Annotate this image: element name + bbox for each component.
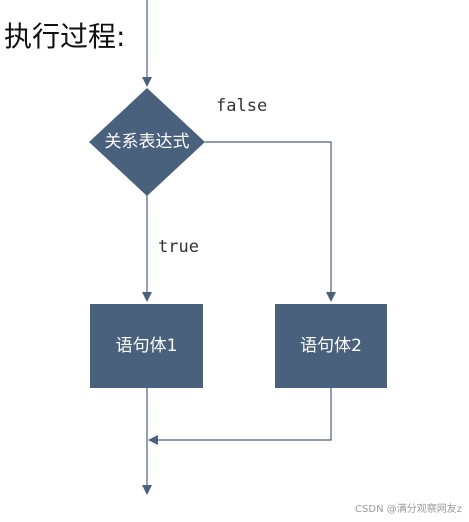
false-label: false [216,96,267,116]
statement-node-2: 语句体2 [275,304,387,388]
decision-diamond [89,88,205,196]
statement-node-1: 语句体1 [90,304,203,388]
statement-box-2 [275,304,387,388]
decision-label: 关系表达式 [105,132,190,152]
decision-node: 关系表达式 [89,88,205,196]
true-label: true [158,237,199,257]
merge-arrow [148,388,332,445]
watermark: CSDN @满分观察网友z [355,502,462,515]
false-branch-arrow [205,141,336,302]
statement-label-1: 语句体1 [116,336,178,356]
page-title: 执行过程: [4,20,125,53]
statement-label-2: 语句体2 [300,336,362,356]
statement-box-1 [90,304,203,388]
